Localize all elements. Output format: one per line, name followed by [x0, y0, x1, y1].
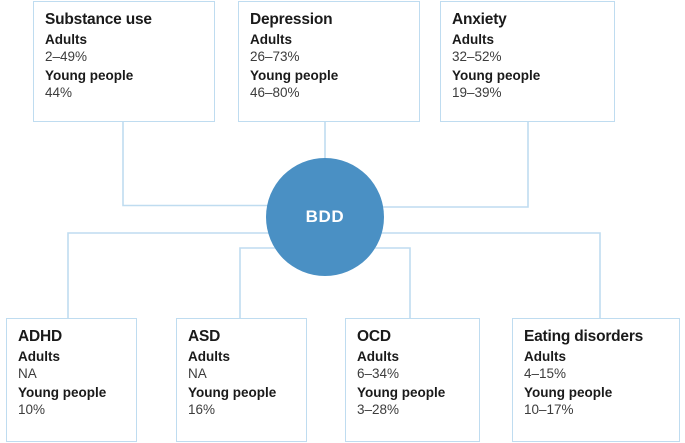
young-people-value: 3–28%: [357, 401, 400, 417]
adults-value: 4–15%: [524, 366, 567, 382]
center-node-bdd[interactable]: BDD: [266, 158, 384, 276]
link-substance-use: [122, 122, 270, 207]
node-title: Substance use: [45, 11, 152, 28]
node-title: Depression: [250, 11, 333, 28]
node-anxiety[interactable]: Anxiety Adults 32–52% Young people 19–39…: [440, 1, 615, 122]
node-depression[interactable]: Depression Adults 26–73% Young people 46…: [238, 1, 420, 122]
node-title: ASD: [188, 328, 221, 345]
young-people-label: Young people: [188, 384, 277, 400]
adults-label: Adults: [45, 31, 87, 47]
young-people-label: Young people: [357, 384, 446, 400]
adults-label: Adults: [452, 31, 494, 47]
young-people-label: Young people: [452, 67, 541, 83]
young-people-value: 46–80%: [250, 84, 300, 100]
young-people-value: 10%: [18, 401, 46, 417]
adults-label: Adults: [250, 31, 292, 47]
adults-value: 32–52%: [452, 49, 502, 65]
adults-label: Adults: [18, 348, 60, 364]
young-people-value: 44%: [45, 84, 73, 100]
adults-value: 26–73%: [250, 49, 300, 65]
young-people-value: 19–39%: [452, 84, 502, 100]
center-node-label: BDD: [305, 207, 345, 226]
young-people-label: Young people: [524, 384, 613, 400]
node-title: OCD: [357, 328, 391, 345]
young-people-label: Young people: [18, 384, 107, 400]
adults-label: Adults: [357, 348, 399, 364]
node-title: ADHD: [18, 328, 62, 345]
young-people-label: Young people: [250, 67, 339, 83]
node-eating-disorders[interactable]: Eating disorders Adults 4–15% Young peop…: [512, 318, 680, 442]
adults-label: Adults: [188, 348, 230, 364]
node-title: Anxiety: [452, 11, 507, 28]
adults-value: 2–49%: [45, 49, 88, 65]
young-people-label: Young people: [45, 67, 134, 83]
young-people-value: 16%: [188, 401, 216, 417]
node-title: Eating disorders: [524, 328, 644, 345]
adults-value: 6–34%: [357, 366, 400, 382]
link-anxiety: [381, 122, 529, 208]
adults-label: Adults: [524, 348, 566, 364]
node-substance-use[interactable]: Substance use Adults 2–49% Young people …: [33, 1, 215, 122]
young-people-value: 10–17%: [524, 401, 574, 417]
adults-value: NA: [18, 366, 37, 382]
node-asd[interactable]: ASD Adults NA Young people 16%: [176, 318, 307, 442]
node-adhd[interactable]: ADHD Adults NA Young people 10%: [6, 318, 137, 442]
adults-value: NA: [188, 366, 207, 382]
node-ocd[interactable]: OCD Adults 6–34% Young people 3–28%: [345, 318, 480, 442]
